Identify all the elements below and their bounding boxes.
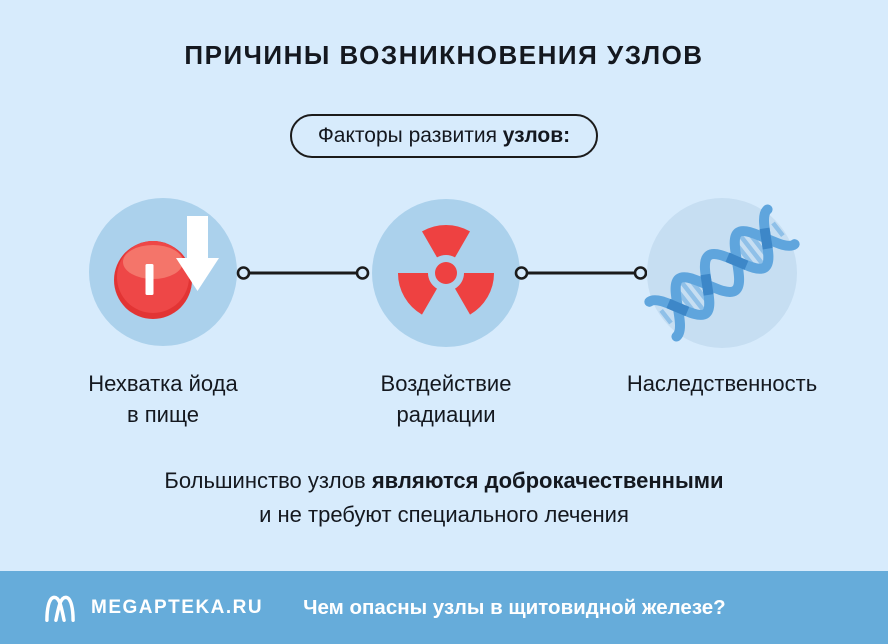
dna-icon [644,198,800,348]
note-text-bold: являются доброкачественными [371,468,724,493]
factor-label-iodine: Нехватка йода в пище [13,368,313,430]
factors-badge: Факторы развития узлов: [289,114,599,158]
page-title: ПРИЧИНЫ ВОЗНИКНОВЕНИЯ УЗЛОВ [184,40,704,70]
megapteka-logo-icon [45,595,75,622]
factor-label-line: Нехватка йода [88,371,238,396]
note-text: Большинство узлов являются доброкачестве… [0,464,888,532]
connector-line [514,266,648,280]
connector-line [236,266,370,280]
factors-badge-row: Факторы развития узлов: [0,114,888,158]
factor-label-line: Воздействие [380,371,512,396]
factors-badge-text-bold: узлов: [502,124,571,147]
note-line-1: Большинство узлов являются доброкачестве… [0,464,888,498]
factor-label-line: радиации [396,402,496,427]
factor-label-radiation: Воздействие радиации [296,368,596,430]
factors-badge-text: Факторы развития [317,124,503,147]
footer-question: Чем опасны узлы в щитовидной железе? [303,595,726,619]
brand-name: MEGAPTEKA.RU [91,596,264,618]
note-text-regular: Большинство узлов [164,468,372,493]
iodine-deficiency-icon [89,198,237,346]
note-line-2: и не требуют специального лечения [259,502,629,527]
factor-label-line: Наследственность [626,371,818,396]
footer-bar: MEGAPTEKA.RU Чем опасны узлы в щитовидно… [0,571,888,644]
factor-label-heredity: Наследственность [572,368,872,399]
radiation-icon [372,199,520,347]
factor-label-line: в пище [126,402,200,427]
down-arrow-icon [176,216,219,291]
